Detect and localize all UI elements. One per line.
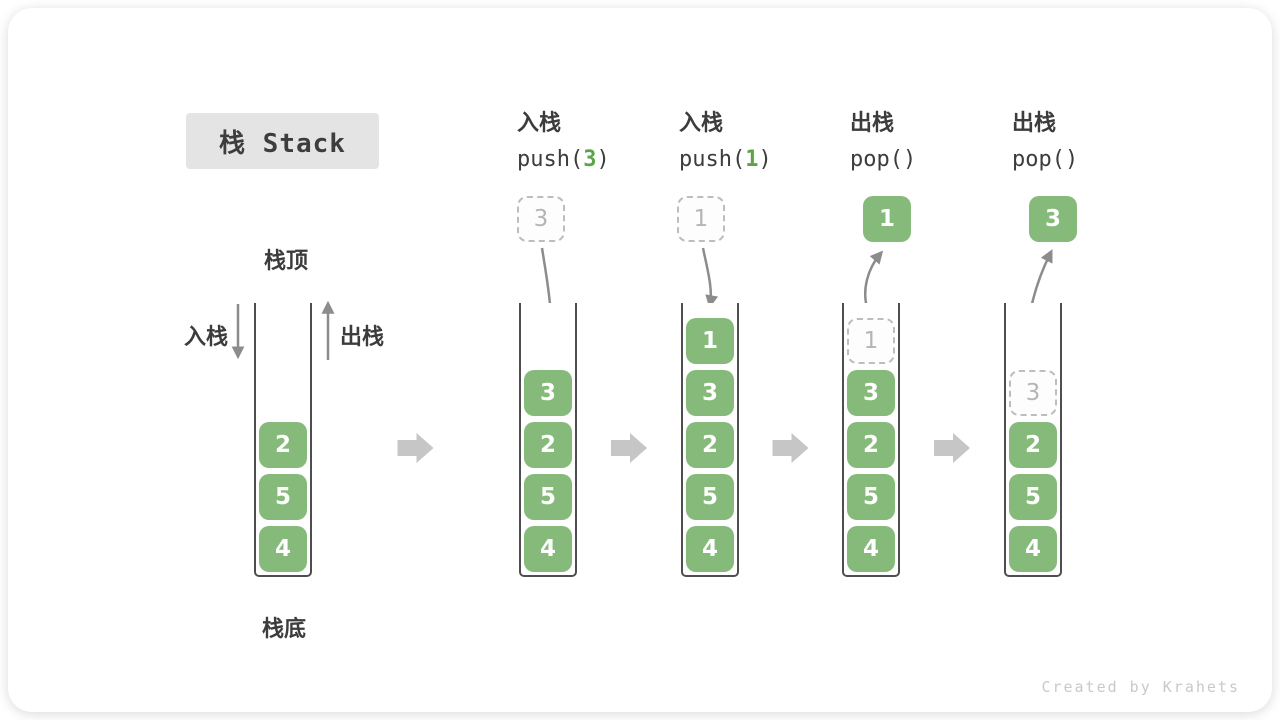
- op-code-arg: 1: [745, 147, 759, 172]
- stack-after-pop-3-floating-value: 3: [1029, 196, 1077, 242]
- stack-after-pop-1-cell-4: 4: [847, 526, 895, 572]
- stack-after-pop-3-cell-5: 5: [1009, 474, 1057, 520]
- pop-legend-label: 出栈: [340, 325, 385, 350]
- stack-after-pop-3-cell-2: 2: [1009, 422, 1057, 468]
- stack-after-push-1-cell-2: 2: [686, 422, 734, 468]
- stack-after-push-3-cell-2: 2: [524, 422, 572, 468]
- stack-after-push-1-cell-5: 5: [686, 474, 734, 520]
- stack-after-push-3-op-header: 入栈 push(3): [517, 106, 610, 178]
- step-arrow-3: [772, 433, 809, 463]
- step-arrow-1: [397, 433, 434, 463]
- stack-initial-cell-4: 4: [259, 526, 307, 572]
- stack-after-push-1-cell-3: 3: [686, 370, 734, 416]
- step-arrow-4: [934, 433, 970, 463]
- stack-after-pop-1-op-header: 出栈 pop(): [850, 106, 916, 178]
- stack-after-push-1-curve-arrow: [701, 247, 719, 309]
- stack-after-pop-1-floating-value: 1: [863, 196, 911, 242]
- stack-after-pop-1-cell-1: 1: [847, 318, 895, 364]
- stack-after-pop-1-cell-2: 2: [847, 422, 895, 468]
- title-box: 栈 Stack: [186, 113, 379, 169]
- op-code: push(3): [517, 147, 610, 172]
- stack-after-push-1-op-header: 入栈 push(1): [679, 106, 772, 178]
- stack-after-pop-3-cell-3: 3: [1009, 370, 1057, 416]
- stack-after-push-3-cell-4: 4: [524, 526, 572, 572]
- op-code: push(1): [679, 147, 772, 172]
- op-code: pop(): [850, 147, 917, 172]
- stack-after-pop-3-cell-4: 4: [1009, 526, 1057, 572]
- stack-after-push-1-floating-value: 1: [677, 196, 725, 242]
- stack-after-pop-1-cell-3: 3: [847, 370, 895, 416]
- op-label: 出栈: [850, 111, 895, 136]
- page-title: 栈 Stack: [219, 128, 346, 159]
- stack-initial-cell-2: 2: [259, 422, 307, 468]
- op-label: 出栈: [1012, 111, 1057, 136]
- stack-after-pop-1-cell-5: 5: [847, 474, 895, 520]
- op-code: pop(): [1012, 147, 1079, 172]
- push-legend-label: 入栈: [183, 325, 228, 350]
- step-arrow-2: [611, 433, 647, 463]
- op-label: 入栈: [517, 111, 562, 136]
- stack-after-push-3-cell-3: 3: [524, 370, 572, 416]
- stack-after-push-3-floating-value: 3: [517, 196, 565, 242]
- op-code-arg: 3: [583, 147, 597, 172]
- stack-after-push-1-cell-1: 1: [686, 318, 734, 364]
- stack-after-push-3-cell-5: 5: [524, 474, 572, 520]
- watermark-credit: Created by Krahets: [1041, 678, 1240, 696]
- stack-top-label: 栈顶: [263, 249, 308, 274]
- op-label: 入栈: [679, 111, 724, 136]
- stack-initial-cell-5: 5: [259, 474, 307, 520]
- stack-after-pop-3-op-header: 出栈 pop(): [1012, 106, 1078, 178]
- stack-after-push-1-cell-4: 4: [686, 526, 734, 572]
- stack-bottom-label: 栈底: [261, 617, 306, 642]
